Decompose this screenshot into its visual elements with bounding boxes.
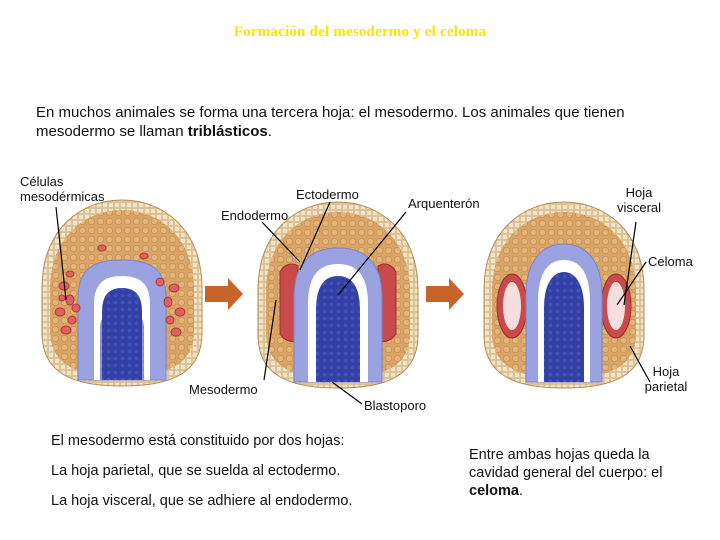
leader-lines xyxy=(55,201,651,405)
coelom-right xyxy=(600,273,632,339)
label-ectodermo: Ectodermo xyxy=(296,187,359,202)
intro-paragraph: En muchos animales se forma una tercera … xyxy=(36,104,625,140)
label-celoma: Celoma xyxy=(648,254,693,269)
arrow-icon xyxy=(426,278,464,310)
label-blastoporo: Blastoporo xyxy=(364,398,427,413)
embryo-stage-1 xyxy=(41,199,203,387)
label-endodermo: Endodermo xyxy=(221,208,289,223)
embryo-stage-3 xyxy=(483,201,645,389)
arrow-icon xyxy=(205,278,243,310)
page-title: Formación del mesodermo y el celoma xyxy=(233,24,487,40)
label-arquenteron: Arquenterón xyxy=(408,196,480,211)
coelom-left xyxy=(496,273,528,339)
intro-keyword: triblásticos xyxy=(187,123,268,140)
bottom-right-text: Entre ambas hojas queda la cavidad gener… xyxy=(469,447,663,499)
bottom-left-text: El mesodermo está constituido por dos ho… xyxy=(51,433,353,509)
label-mesodermo: Mesodermo xyxy=(189,382,258,397)
mesoderm-cells xyxy=(54,244,186,337)
